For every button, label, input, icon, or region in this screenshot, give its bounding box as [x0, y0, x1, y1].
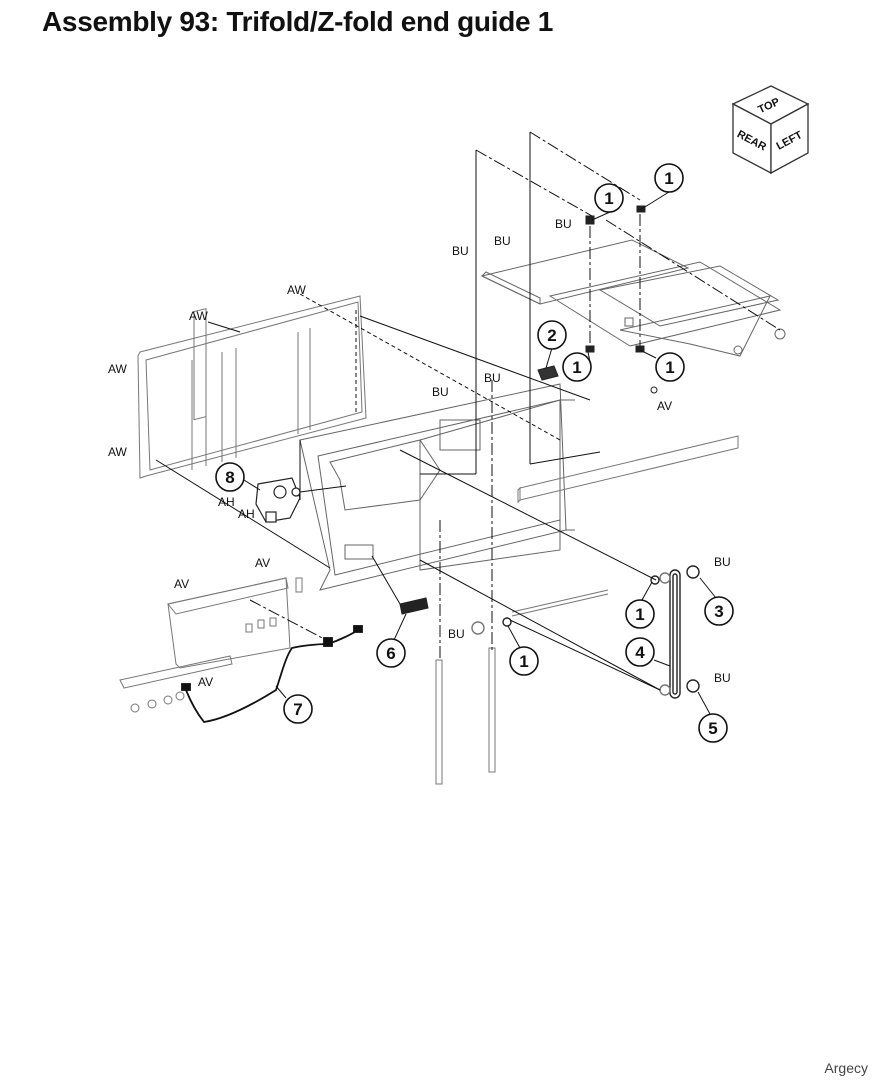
label-av: AV	[198, 675, 213, 689]
leader-lines	[155, 131, 781, 691]
long-guide-bar	[517, 435, 739, 504]
shaft	[435, 589, 609, 785]
connection-labels: BU BU BU BU BU BU BU BU AW AW AW AW AV A…	[108, 217, 731, 689]
callout-6	[376, 638, 406, 668]
page-title: Assembly 93: Trifold/Z-fold end guide 1	[42, 6, 554, 37]
label-bu: BU	[432, 385, 449, 399]
callout-number: 1	[604, 189, 613, 208]
callout-2	[537, 320, 567, 350]
callout-3	[704, 596, 734, 626]
callout-1-mid-left	[562, 352, 592, 382]
rear-panel	[137, 295, 367, 479]
callout-numbers: 1 1 1 1 1 1 2 3 4 5 6 7 8	[225, 169, 723, 738]
callout-5	[698, 713, 728, 743]
lower-bracket	[119, 577, 303, 713]
callout-1-mid-right	[655, 352, 685, 382]
label-bu: BU	[714, 671, 731, 685]
callout-number: 1	[572, 358, 581, 377]
orientation-cube: TOP REAR LEFT	[731, 85, 810, 175]
motor-part-8	[255, 477, 301, 523]
callout-1-belt	[625, 599, 655, 629]
main-frame	[299, 383, 575, 591]
label-bu: BU	[484, 371, 501, 385]
wire-harness-7	[181, 625, 363, 723]
label-bu: BU	[448, 627, 465, 641]
callout-number: 1	[665, 358, 674, 377]
callout-1-top-right	[654, 163, 684, 193]
label-ah: AH	[218, 495, 235, 509]
callout-number: 4	[635, 643, 645, 662]
label-ah: AH	[238, 507, 255, 521]
callout-1-top-middle	[594, 183, 624, 213]
label-aw: AW	[108, 445, 128, 459]
callout-number: 8	[225, 468, 234, 487]
callout-number: 3	[714, 602, 723, 621]
upper-frame	[480, 239, 786, 357]
callout-number: 1	[519, 652, 528, 671]
part-6	[399, 597, 429, 615]
label-av: AV	[174, 577, 189, 591]
callout-1-shaft	[509, 646, 539, 676]
callout-4	[625, 637, 655, 667]
clips	[585, 205, 658, 394]
footer-brand: Argecy	[824, 1060, 868, 1076]
label-bu: BU	[555, 217, 572, 231]
label-bu: BU	[452, 244, 469, 258]
callout-number: 1	[635, 605, 644, 624]
label-bu: BU	[494, 234, 511, 248]
callout-number: 6	[386, 644, 395, 663]
callout-group	[215, 163, 734, 743]
callout-number: 5	[708, 719, 717, 738]
belt-assembly	[471, 565, 700, 699]
part-2	[537, 365, 559, 381]
label-av: AV	[657, 399, 672, 413]
label-aw: AW	[287, 283, 307, 297]
callout-number: 7	[293, 700, 302, 719]
callout-8	[215, 462, 245, 492]
label-bu: BU	[714, 555, 731, 569]
label-aw: AW	[189, 309, 209, 323]
label-av: AV	[255, 556, 270, 570]
callout-number: 2	[547, 326, 556, 345]
label-aw: AW	[108, 362, 128, 376]
callout-number: 1	[664, 169, 673, 188]
callout-7	[283, 694, 313, 724]
